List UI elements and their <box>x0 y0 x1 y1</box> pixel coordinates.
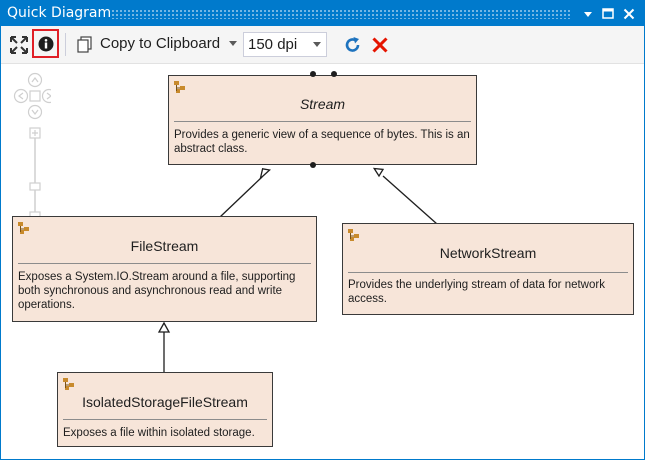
title-drag-grip[interactable] <box>111 9 570 19</box>
class-icon <box>174 81 185 93</box>
class-description: Exposes a file within isolated storage. <box>63 427 255 439</box>
class-box-networkstream[interactable]: NetworkStream Provides the underlying st… <box>342 223 634 315</box>
connection-handle[interactable] <box>310 71 316 77</box>
connection-handle[interactable] <box>310 162 316 168</box>
toolbar: Copy to Clipboard 150 dpi <box>1 26 644 64</box>
close-icon[interactable] <box>621 6 637 22</box>
dock-icon[interactable] <box>580 6 596 22</box>
info-button[interactable] <box>32 29 59 58</box>
toolbar-separator <box>65 33 66 56</box>
chevron-down-icon <box>313 42 321 47</box>
inheritance-isolated-to-filestream <box>157 321 171 372</box>
zoom-pan-control[interactable] <box>11 72 51 222</box>
dropdown-arrow-icon[interactable] <box>229 41 237 47</box>
class-name: NetworkStream <box>439 245 537 261</box>
class-name: FileStream <box>130 238 199 254</box>
inheritance-networkstream-to-stream <box>372 167 438 225</box>
class-box-isolatedstoragefilestream[interactable]: IsolatedStorageFileStream Exposes a file… <box>57 372 273 447</box>
class-divider <box>63 419 267 420</box>
inheritance-connectors <box>157 167 438 372</box>
maximize-icon[interactable] <box>600 6 616 22</box>
fit-to-window-icon[interactable] <box>9 35 29 55</box>
class-icon <box>63 378 74 390</box>
info-icon <box>38 36 54 52</box>
class-divider <box>348 272 628 273</box>
class-box-filestream[interactable]: FileStream Exposes a System.IO.Stream ar… <box>12 216 317 322</box>
class-icon <box>348 229 359 241</box>
window-title: Quick Diagram <box>7 5 112 21</box>
class-description: Provides the underlying stream of data f… <box>348 279 605 305</box>
copy-to-clipboard-label: Copy to Clipboard <box>100 35 221 52</box>
title-bar[interactable]: Quick Diagram <box>1 1 644 26</box>
class-description: Provides a generic view of a sequence of… <box>174 129 470 155</box>
refresh-icon[interactable] <box>344 36 362 54</box>
dpi-value: 150 dpi <box>248 36 298 53</box>
class-name: IsolatedStorageFileStream <box>82 394 248 410</box>
connection-handle[interactable] <box>331 71 337 77</box>
class-divider <box>18 263 311 264</box>
delete-icon[interactable] <box>371 36 389 54</box>
class-description: Exposes a System.IO.Stream around a file… <box>18 271 296 311</box>
class-name: Stream <box>299 96 346 112</box>
copy-icon <box>77 36 92 53</box>
class-icon <box>18 222 29 234</box>
dpi-select[interactable]: 150 dpi <box>243 32 327 57</box>
class-divider <box>174 121 471 122</box>
diagram-canvas[interactable]: Stream Provides a generic view of a sequ… <box>1 64 644 459</box>
inheritance-filestream-to-stream <box>219 168 272 218</box>
class-box-stream[interactable]: Stream Provides a generic view of a sequ… <box>168 75 477 165</box>
